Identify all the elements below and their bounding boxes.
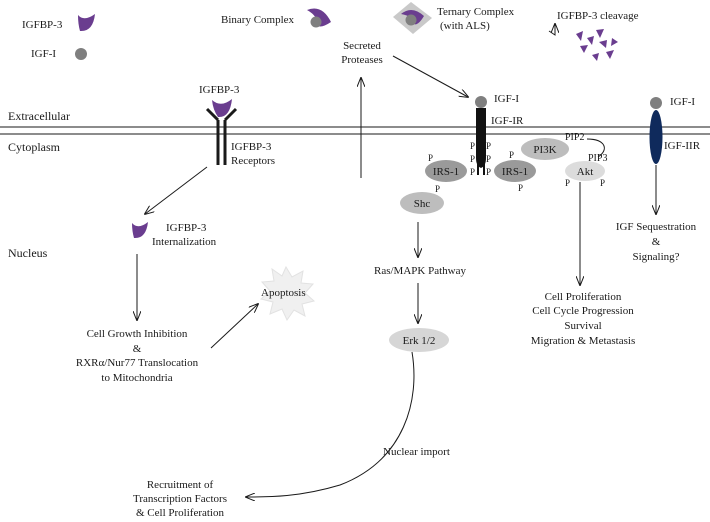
irs1-left-label: IRS-1 (433, 166, 459, 178)
akt-label: Akt (577, 166, 594, 178)
apoptosis-label: Apoptosis (261, 287, 306, 299)
ternary-complex-icon (393, 2, 432, 34)
svg-text:P: P (509, 150, 514, 160)
igfbp3-fragments-icon (576, 29, 618, 61)
svg-text:P: P (600, 178, 605, 188)
arrow-to-apoptosis (210, 304, 258, 349)
legend-igf1-label: IGF-I (31, 48, 57, 60)
igf1r-label: IGF-IR (491, 115, 524, 127)
svg-text:P: P (428, 153, 433, 163)
binary-complex-label: Binary Complex (221, 14, 295, 26)
pi3k-node: PI3K (521, 138, 569, 160)
svg-text:P: P (470, 167, 475, 177)
recruitment-label-3: & Cell Proliferation (136, 507, 224, 519)
irs1-right-node: IRS-1 (494, 160, 536, 182)
arrow-nuclear-import (246, 351, 415, 497)
proliferation-label-2: Cell Cycle Progression (532, 305, 634, 317)
shc-node: Shc (400, 192, 444, 214)
svg-text:P: P (565, 178, 570, 188)
irs1-left-node: IRS-1 (425, 160, 467, 182)
igfbp3-internalized-icon (132, 222, 148, 239)
ras-mapk-label: Ras/MAPK Pathway (374, 265, 466, 277)
binary-complex-icon (307, 8, 331, 28)
svg-text:P: P (470, 154, 475, 164)
proliferation-label-4: Migration & Metastasis (530, 335, 636, 347)
legend-igfbp3-label: IGFBP-3 (22, 19, 63, 31)
sequestration-label-3: Signaling? (632, 251, 680, 263)
ternary-complex-als-label: (with ALS) (440, 20, 490, 32)
growth-inhibition-label-1: Cell Growth Inhibition (86, 328, 188, 340)
nuclear-import-label: Nuclear import (383, 446, 450, 458)
recruitment-label-2: Transcription Factors (132, 493, 227, 505)
internalization-label-1: IGFBP-3 (166, 222, 207, 234)
zone-nucleus: Nucleus (8, 246, 48, 260)
arrow-to-internalization (145, 166, 208, 214)
igfbp3-receptor (205, 99, 238, 165)
pip2-label: PIP2 (565, 132, 585, 143)
igfbp3-receptor-label-2: Receptors (231, 155, 275, 167)
growth-inhibition-label-3: RXRα/Nur77 Translocation (75, 357, 199, 369)
zone-extracellular: Extracellular (8, 109, 70, 123)
igf2r-ligand-label: IGF-I (670, 96, 696, 108)
cleavage-arrow (548, 24, 555, 36)
growth-inhibition-label-4: to Mitochondria (101, 372, 173, 384)
svg-text:P: P (470, 141, 475, 151)
cleavage-label: IGFBP-3 cleavage (557, 10, 639, 22)
igfbp3-top-label: IGFBP-3 (199, 84, 240, 96)
svg-text:P: P (435, 184, 440, 194)
svg-text:P: P (486, 154, 491, 164)
igf1-legend-icon (75, 48, 87, 60)
irs1-right-label: IRS-1 (502, 166, 528, 178)
erk-node: Erk 1/2 (389, 328, 449, 352)
recruitment-label-1: Recruitment of (146, 479, 214, 491)
proteases-label-2: Proteases (341, 54, 383, 66)
ternary-complex-label: Ternary Complex (437, 6, 515, 18)
proliferation-label-3: Survival (564, 320, 602, 332)
proliferation-label-1: Cell Proliferation (544, 291, 622, 303)
igf2r-label: IGF-IIR (664, 140, 701, 152)
svg-text:P: P (486, 141, 491, 151)
proteases-label-1: Secreted (343, 40, 381, 52)
igfbp3-receptor-label-1: IGFBP-3 (231, 141, 272, 153)
phosphate-labels: P P P P P P P P P P P P (428, 141, 605, 194)
sequestration-label-1: IGF Sequestration (615, 221, 697, 233)
arrow-pip2-pip3 (586, 138, 605, 158)
sequestration-label-2: & (651, 236, 661, 248)
internalization-label-2: Internalization (152, 236, 217, 248)
igf1-ligand-label: IGF-I (494, 93, 520, 105)
apoptosis-burst (259, 265, 316, 322)
zone-cytoplasm: Cytoplasm (8, 140, 61, 154)
akt-node: Akt (565, 161, 605, 181)
igf2r-receptor (649, 97, 663, 164)
pi3k-label: PI3K (533, 144, 556, 156)
erk-label: Erk 1/2 (403, 335, 436, 347)
svg-text:P: P (518, 183, 523, 193)
arrow-proteases-to-igf1 (392, 55, 468, 97)
igfbp3-legend-icon (78, 14, 95, 32)
svg-text:P: P (486, 167, 491, 177)
igf1r-receptor (475, 96, 487, 175)
growth-inhibition-label-2: & (132, 343, 142, 355)
shc-label: Shc (414, 198, 431, 210)
pip3-label: PIP3 (588, 153, 608, 164)
